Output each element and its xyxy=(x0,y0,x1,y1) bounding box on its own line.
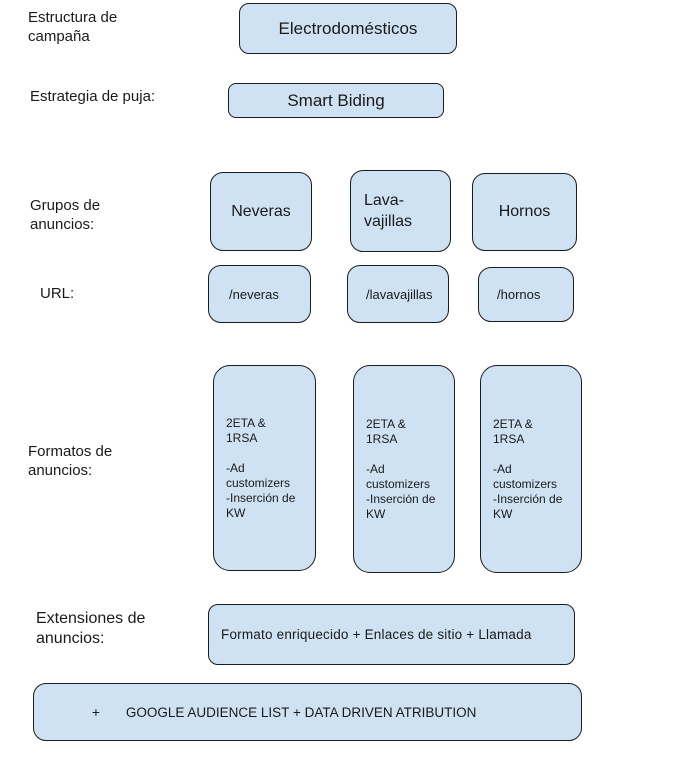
audience-attribution-box: + GOOGLE AUDIENCE LIST + DATA DRIVEN ATR… xyxy=(33,683,582,741)
url-box-neveras: /neveras xyxy=(208,265,311,323)
extensions-box: Formato enriquecido + Enlaces de sitio +… xyxy=(208,604,575,665)
label-campaign-structure: Estructura de campaña xyxy=(28,9,118,45)
format-box-lavavajillas: 2ETA & 1RSA -Ad customizers -Inserción d… xyxy=(353,365,455,573)
campaign-name-box: Electrodomésticos xyxy=(239,3,457,54)
url-box-lavavajillas: /lavavajillas xyxy=(347,265,449,323)
format-box-neveras: 2ETA & 1RSA -Ad customizers -Inserción d… xyxy=(213,365,316,571)
label-url: URL: xyxy=(40,285,75,302)
ad-group-box-lavavajillas: Lava- vajillas xyxy=(350,170,451,252)
label-ad-extensions: Extensiones de anuncios: xyxy=(36,610,146,647)
audience-attribution-text: GOOGLE AUDIENCE LIST + DATA DRIVEN ATRIB… xyxy=(125,704,477,720)
format-box-hornos: 2ETA & 1RSA -Ad customizers -Inserción d… xyxy=(480,365,582,573)
label-bidding-strategy: Estrategia de puja: xyxy=(30,88,156,105)
label-ad-groups: Grupos de anuncios: xyxy=(30,197,101,233)
ad-group-box-neveras: Neveras xyxy=(210,172,312,251)
ad-group-box-hornos: Hornos xyxy=(472,173,577,251)
label-ad-formats: Formatos de anuncios: xyxy=(28,443,113,479)
plus-sign: + xyxy=(92,704,100,720)
bidding-strategy-box: Smart Biding xyxy=(228,83,444,118)
url-box-hornos: /hornos xyxy=(478,267,574,322)
